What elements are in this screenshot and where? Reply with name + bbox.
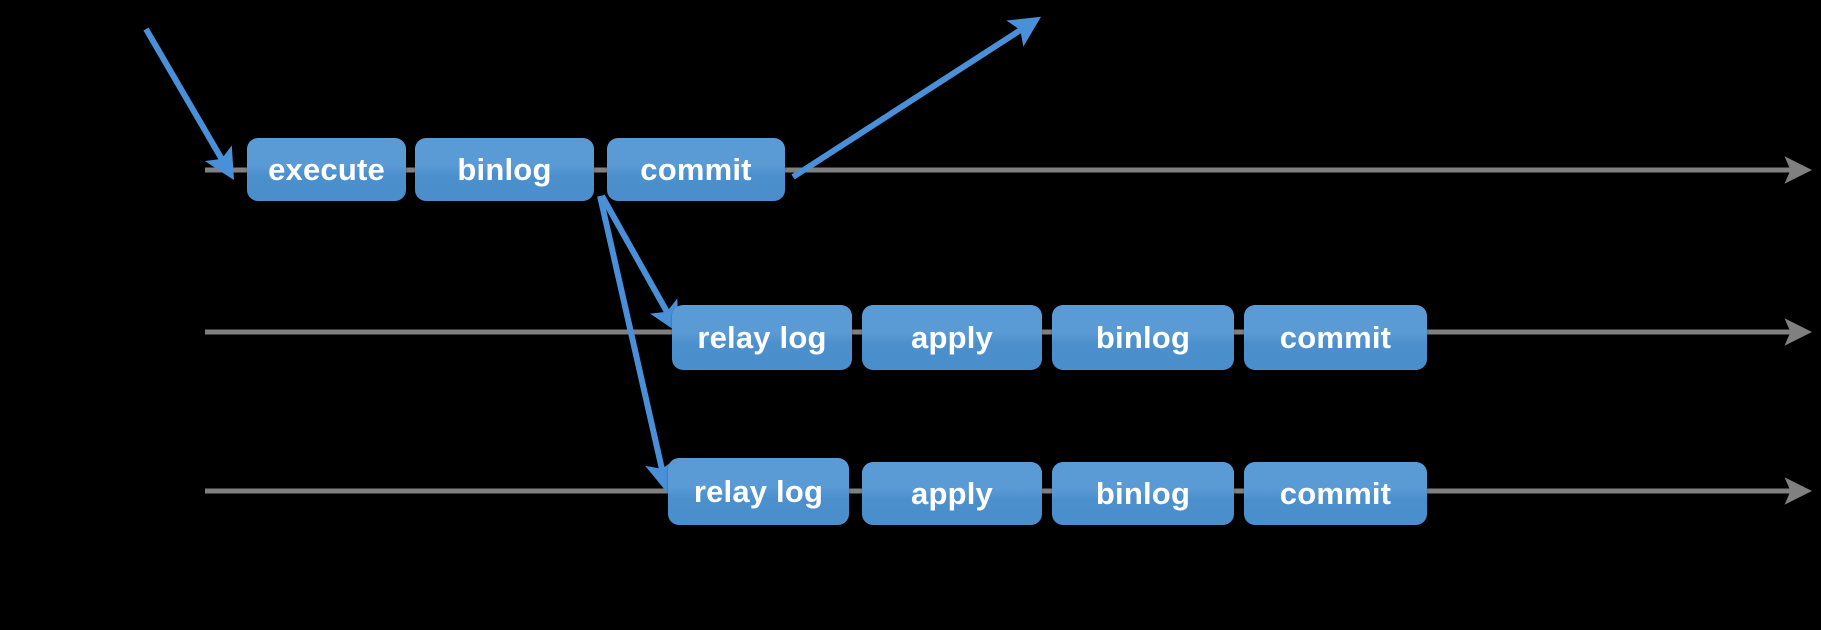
arrow-replicate-to-slave-2 [597, 195, 676, 493]
stage-box-slave-2-binlog[interactable]: binlog [1052, 462, 1234, 525]
stage-box-slave-2-relay-log[interactable]: relay log [668, 458, 849, 525]
stage-box-slave-1-binlog[interactable]: binlog [1052, 305, 1234, 370]
stage-box-slave-2-apply[interactable]: apply [862, 462, 1042, 525]
flow-arrows [143, 16, 1042, 493]
stage-box-slave-1-commit[interactable]: commit [1244, 305, 1427, 370]
arrow-replicate-to-slave-1 [599, 194, 679, 334]
stage-box-slave-1-apply[interactable]: apply [862, 305, 1042, 370]
stage-box-master-execute[interactable]: execute [247, 138, 406, 201]
arrow-client-request-in [143, 27, 235, 181]
arrow-client-response-out [791, 16, 1042, 180]
stage-box-slave-1-relay-log[interactable]: relay log [672, 305, 852, 370]
stage-box-slave-2-commit[interactable]: commit [1244, 462, 1427, 525]
stage-box-master-commit[interactable]: commit [607, 138, 785, 201]
stage-box-master-binlog[interactable]: binlog [415, 138, 594, 201]
